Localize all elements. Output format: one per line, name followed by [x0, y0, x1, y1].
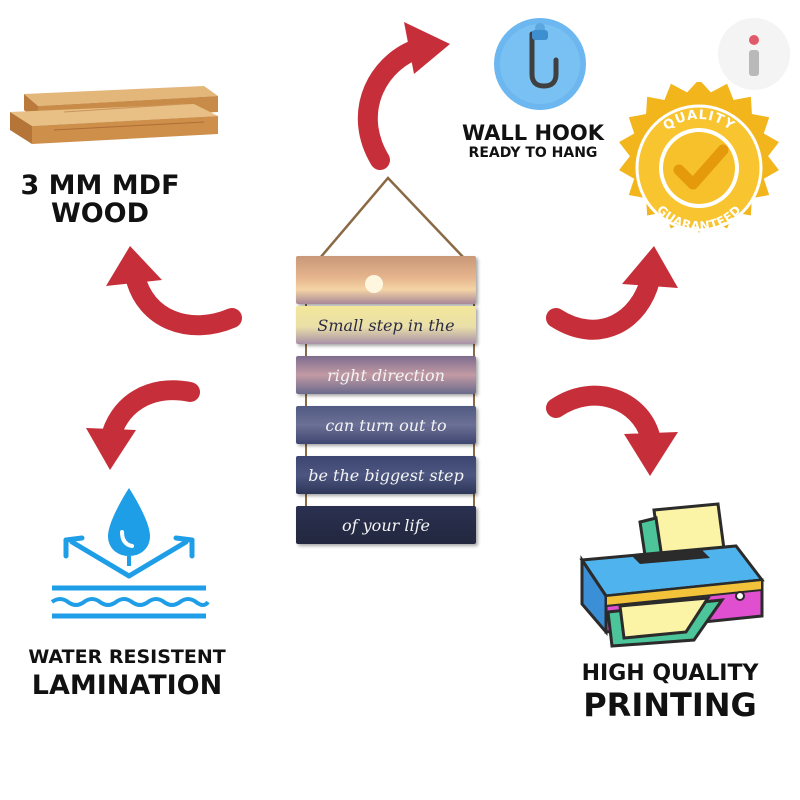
- printer-icon: [572, 500, 772, 655]
- sun-icon: [365, 275, 383, 293]
- arrow-to-wood-icon: [106, 246, 242, 336]
- wall-hook-icon: [488, 12, 592, 121]
- water-label-line2: LAMINATION: [31, 669, 223, 701]
- arrow-to-badge-icon: [546, 246, 678, 340]
- printing-label-line2: PRINTING: [583, 686, 757, 725]
- hook-label-title: WALL HOOK: [461, 121, 605, 145]
- arrow-to-printer-icon: [546, 385, 678, 476]
- water-feature-label: WATER RESISTENT LAMINATION: [18, 646, 236, 701]
- printing-label-line1: HIGH QUALITY: [581, 661, 759, 686]
- wood-label-line2: WOOD: [50, 198, 150, 230]
- sign-text-line3: can turn out to: [325, 415, 447, 435]
- brand-logo-icon: [718, 18, 790, 90]
- sign-text-line5: of your life: [342, 515, 430, 535]
- sign-plank-5: of your life: [296, 506, 476, 544]
- sign-plank-2: right direction: [296, 356, 476, 394]
- printing-feature-label: HIGH QUALITY PRINTING: [570, 662, 770, 723]
- sign-text-line2: right direction: [327, 365, 445, 385]
- sign-text-line1: Small step in the: [317, 315, 455, 335]
- wall-sign-product: Small step in the right direction can tu…: [296, 172, 486, 557]
- sign-plank-4: be the biggest step: [296, 456, 476, 494]
- arrow-to-water-icon: [86, 380, 200, 470]
- wood-label-line1: 3 MM MDF: [20, 170, 180, 201]
- wood-planks-icon: [4, 82, 224, 157]
- sign-plank-1: Small step in the: [296, 306, 476, 344]
- water-label-line1: WATER RESISTENT: [28, 646, 226, 668]
- sign-text-line4: be the biggest step: [308, 465, 464, 485]
- arrow-to-hook-icon: [357, 22, 450, 170]
- hook-label-subtitle: READY TO HANG: [468, 145, 598, 162]
- water-drop-icon: [44, 484, 214, 629]
- sign-plank-3: can turn out to: [296, 406, 476, 444]
- wood-feature-label: 3 MM MDF WOOD: [0, 170, 200, 230]
- sign-top-plank: [296, 256, 476, 304]
- hook-feature-label: WALL HOOK READY TO HANG: [448, 122, 618, 161]
- quality-badge-icon: QUALITY GUARANTEED: [610, 79, 788, 257]
